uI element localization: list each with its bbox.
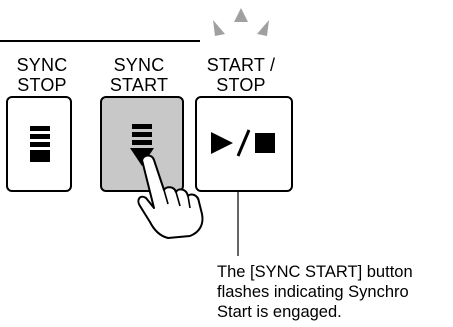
sync-stop-button[interactable] (6, 96, 72, 192)
callout-leader-line (237, 192, 239, 256)
sync-stop-label-line1: SYNC (16, 55, 68, 75)
callout-caption: The [SYNC START] button flashes indicati… (217, 262, 453, 322)
start-stop-button[interactable] (195, 96, 293, 192)
callout-line2: flashes indicating Synchro (217, 283, 409, 301)
play-icon (211, 132, 233, 154)
pointing-hand-icon (137, 154, 204, 239)
flash-rays-icon (213, 8, 269, 36)
callout-line1: The [SYNC START] button (217, 263, 413, 281)
sync-start-label: SYNC START (99, 55, 179, 95)
flash-ray-right (257, 20, 269, 36)
sync-stop-icon (30, 126, 50, 162)
sync-start-icon (130, 124, 154, 166)
sync-stop-label: SYNC STOP (10, 55, 74, 95)
start-stop-label: START / STOP (194, 55, 288, 95)
flash-ray-center (234, 8, 248, 22)
stop-icon (255, 133, 275, 153)
sync-stop-label-line2: STOP (17, 75, 67, 95)
flash-ray-left (213, 20, 225, 36)
sync-start-label-line2: START (109, 75, 169, 95)
start-stop-label-line1: START / (206, 55, 276, 75)
sync-start-label-line1: SYNC (113, 55, 165, 75)
slash-icon (236, 129, 251, 157)
start-stop-label-line2: STOP (216, 75, 266, 95)
sync-start-button[interactable] (100, 96, 184, 192)
callout-line3: Start is engaged. (217, 303, 342, 321)
play-stop-icon (211, 129, 275, 157)
panel-group-line (0, 40, 200, 42)
